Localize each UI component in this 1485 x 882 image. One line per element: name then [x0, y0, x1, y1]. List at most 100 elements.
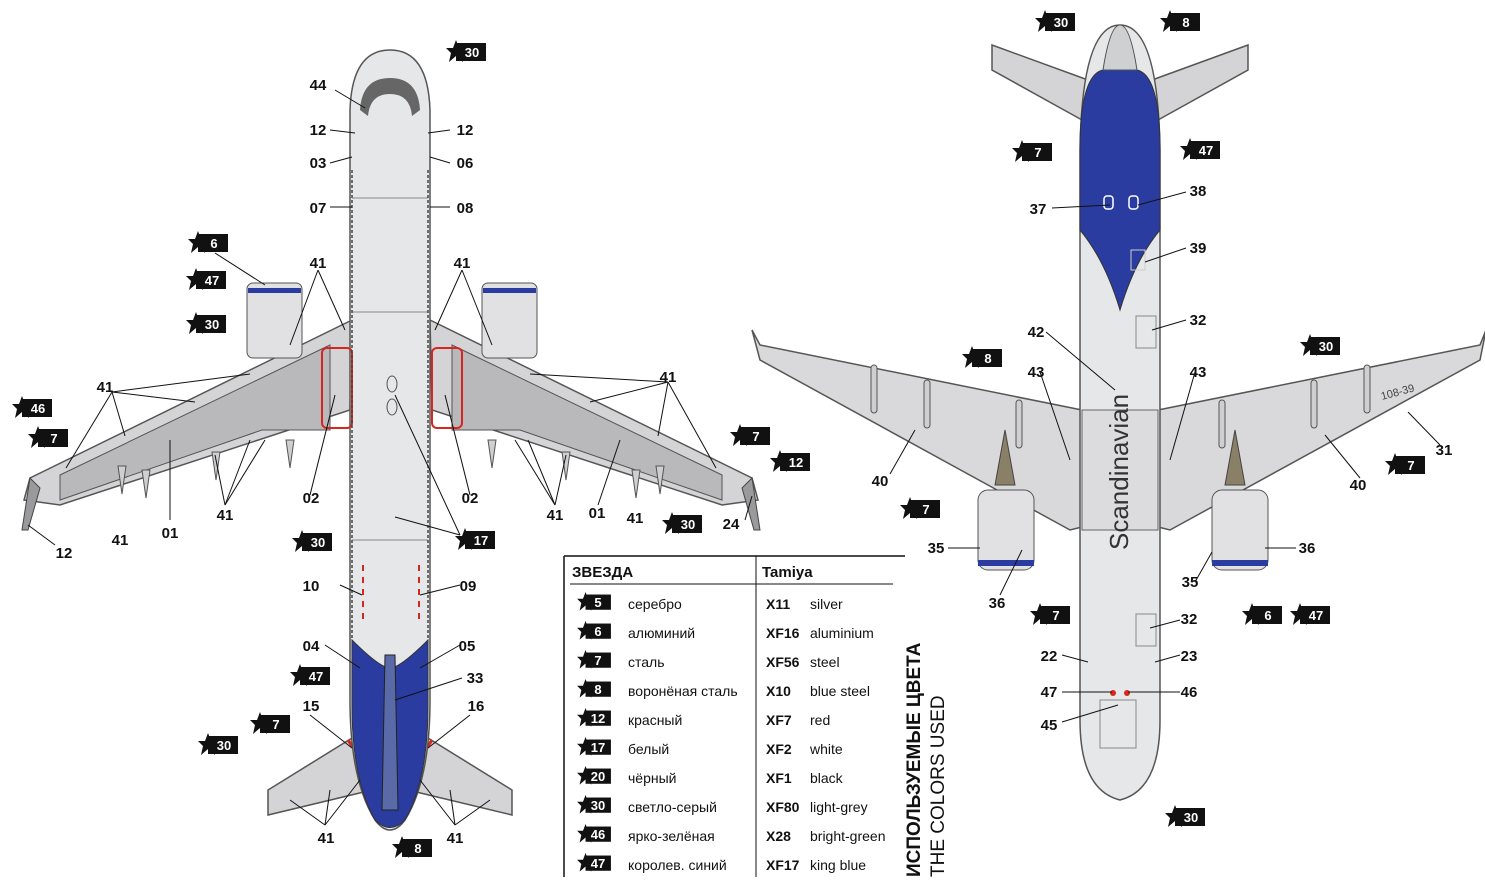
- star-badge: 12: [770, 450, 810, 472]
- row-en-name: king blue: [810, 857, 866, 873]
- star-badge-number: 17: [474, 533, 488, 548]
- callout-number: 41: [447, 830, 464, 847]
- star-badge-number: 30: [205, 317, 219, 332]
- row-ru-name: алюминий: [628, 625, 695, 641]
- callout-number: 02: [462, 490, 479, 507]
- row-ru-name: чёрный: [628, 770, 676, 786]
- star-badge: 46: [12, 396, 52, 418]
- callout-number: 06: [457, 155, 474, 172]
- flap-fairing: [655, 465, 665, 495]
- top-left-engine-stripe: [248, 288, 301, 293]
- star-badge: 47: [290, 664, 330, 686]
- flap-fairing: [487, 439, 497, 469]
- row-ru-name: ярко-зелёная: [628, 828, 715, 844]
- callout-number: 41: [627, 510, 644, 527]
- row-star-number: 46: [591, 827, 605, 842]
- star-badge-number: 47: [1199, 143, 1213, 158]
- top-left-wing-flap: [59, 344, 331, 501]
- row-ru-name: белый: [628, 741, 669, 757]
- side-title-en: THE COLORS USED: [928, 695, 949, 877]
- top-cockpit-windows: [360, 78, 420, 116]
- star-badge-number: 30: [217, 738, 231, 753]
- flap-fairing: [285, 439, 295, 469]
- bottom-left-engine-stripe: [978, 560, 1034, 566]
- callout-number: 33: [467, 670, 484, 687]
- callout-number: 36: [989, 595, 1006, 612]
- star-badge-number: 47: [205, 273, 219, 288]
- callout-number: 09: [460, 578, 477, 595]
- star-badge-number: 8: [1182, 15, 1189, 30]
- star-badge: 8: [392, 836, 432, 858]
- row-ru-name: серебро: [628, 596, 682, 612]
- callout-number: 12: [310, 122, 327, 139]
- row-star-number: 12: [591, 711, 605, 726]
- row-en-name: black: [810, 770, 844, 786]
- star-badge-number: 47: [309, 669, 323, 684]
- bottom-right-engine-stripe: [1212, 560, 1268, 566]
- star-badge-number: 8: [414, 841, 421, 856]
- row-ru-name: светло-серый: [628, 799, 717, 815]
- star-badge: 30: [198, 733, 238, 755]
- bottom-flap-fairing: [1310, 379, 1318, 429]
- callout-number: 39: [1190, 240, 1207, 257]
- star-badge-number: 30: [681, 517, 695, 532]
- top-left-winglet: [21, 476, 41, 531]
- bottom-panel: [1135, 315, 1157, 349]
- callout-number: 43: [1028, 364, 1045, 381]
- star-badge-number: 30: [311, 535, 325, 550]
- star-badge: 47: [1180, 138, 1220, 160]
- top-right-wing-flap: [451, 344, 723, 501]
- callout-number: 47: [1041, 684, 1058, 701]
- callout-number: 16: [468, 698, 485, 715]
- star-badge: 30: [1300, 334, 1340, 356]
- bottom-right-stabilizer: [1151, 43, 1249, 122]
- callout-number: 04: [303, 638, 320, 655]
- table-header-zvezda: ЗВЕЗДА: [572, 564, 633, 581]
- callout-number: 45: [1041, 717, 1058, 734]
- star-badge-number: 7: [50, 431, 57, 446]
- callout-number: 22: [1041, 648, 1058, 665]
- callout-number: 40: [1350, 477, 1367, 494]
- row-star-number: 47: [591, 856, 605, 871]
- callout-number: 05: [459, 638, 476, 655]
- top-fuselage: [349, 49, 431, 831]
- star-badge-number: 30: [465, 45, 479, 60]
- star-badge: 7: [28, 426, 68, 448]
- bottom-view-aircraft: Scandinavian 108-39: [751, 24, 1485, 801]
- callout-number: 01: [162, 525, 179, 542]
- bottom-tail-hatch: [1130, 249, 1146, 271]
- callout-number: 23: [1181, 648, 1198, 665]
- callout-number: 41: [310, 255, 327, 272]
- callout-number: 41: [660, 369, 677, 386]
- row-en-name: steel: [810, 654, 840, 670]
- star-badge-number: 6: [210, 236, 217, 251]
- callout-number: 35: [1182, 574, 1199, 591]
- row-en-name: light-grey: [810, 799, 868, 815]
- bottom-tail-cone: [1102, 24, 1138, 71]
- star-badge: 30: [1035, 10, 1075, 32]
- callout-number: 37: [1030, 201, 1047, 218]
- star-badge: 30: [662, 512, 702, 534]
- row-en-name: red: [810, 712, 830, 728]
- bottom-flap-fairing: [1363, 364, 1371, 414]
- star-badge: 30: [292, 530, 332, 552]
- star-badge-number: 7: [752, 429, 759, 444]
- flap-fairing: [141, 469, 151, 499]
- bottom-left-engine: [977, 489, 1035, 571]
- row-en-name: blue steel: [810, 683, 870, 699]
- top-fin: [381, 654, 399, 811]
- callout-number: 42: [1028, 324, 1045, 341]
- star-badge: 30: [1165, 805, 1205, 827]
- row-code: X10: [766, 683, 791, 699]
- callout-number: 07: [310, 200, 327, 217]
- row-star-number: 30: [591, 798, 605, 813]
- top-left-engine: [246, 282, 303, 359]
